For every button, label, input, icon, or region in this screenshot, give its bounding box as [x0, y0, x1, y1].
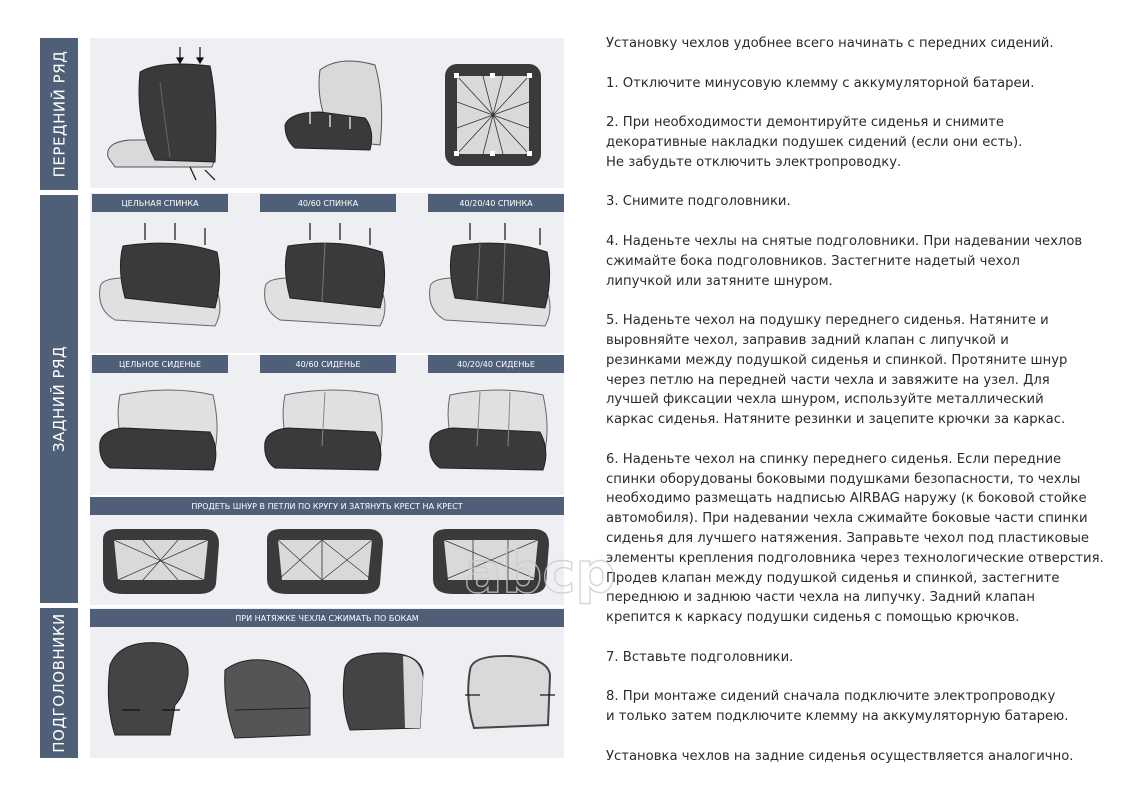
label-402040-seat: 40/20/40 СИДЕНЬЕ — [428, 355, 564, 373]
instruction-step-2: 2. При необходимости демонтируйте сидень… — [606, 115, 1023, 170]
headrest-2-illustration — [224, 659, 311, 739]
instruction-step-5: 5. Наденьте чехол на подушку переднего с… — [606, 313, 1068, 428]
instruction-step-8: 8. При монтаже сидений сначала подключит… — [606, 689, 1069, 725]
rear-4060-seat-illustration — [264, 389, 383, 471]
instruction-step-7: 7. Вставьте подголовники. — [606, 649, 794, 665]
instruction-step-1: 1. Отключите минусовую клемму с аккумуля… — [606, 75, 1035, 91]
instruction-step-6: 6. Наденьте чехол на спинку переднего си… — [606, 451, 1104, 626]
label-4060-seat: 40/60 СИДЕНЬЕ — [260, 355, 396, 373]
headrest-1-illustration — [107, 642, 189, 736]
label-solid-seat: ЦЕЛЬНОЕ СИДЕНЬЕ — [92, 355, 228, 373]
abcp-watermark-text: abcp — [464, 541, 615, 606]
label-4060-back: 40/60 СПИНКА — [260, 194, 396, 212]
instruction-step-3: 3. Снимите подголовники. — [606, 194, 791, 210]
label-402040-back: 40/20/40 СПИНКА — [428, 194, 564, 212]
instruction-step-4: 4. Наденьте чехлы на снятые подголовники… — [606, 233, 1083, 289]
side-tab-front-row-label: ПЕРЕДНИЙ РЯД — [50, 50, 68, 178]
label-solid-back: ЦЕЛЬНАЯ СПИНКА — [92, 194, 228, 212]
label-cord-instruction: ПРОДЕТЬ ШНУР В ПЕТЛИ ПО КРУГУ И ЗАТЯНУТЬ… — [90, 497, 564, 515]
front-seat-cushion-illustration — [284, 60, 383, 151]
installation-instructions: Установку чехлов удобнее всего начинать … — [606, 34, 1116, 786]
abcp-watermark: abcp — [464, 540, 617, 606]
headrest-3-illustration — [342, 652, 424, 731]
cord-frame-4060-illustration — [267, 529, 383, 594]
rear-solid-seat-illustration — [99, 389, 218, 471]
rear-4060-back-illustration — [264, 223, 386, 327]
front-seat-back-illustration — [107, 47, 217, 181]
cord-frame-solid-illustration — [103, 529, 219, 594]
side-tab-headrests: ПОДГОЛОВНИКИ — [40, 608, 78, 758]
rear-solid-back-illustration — [99, 223, 221, 327]
label-headrest-instruction: ПРИ НАТЯЖКЕ ЧЕХЛА СЖИМАТЬ ПО БОКАМ — [90, 609, 564, 627]
cord-frame-402040-illustration — [433, 529, 549, 594]
rear-402040-back-illustration — [429, 223, 551, 327]
instruction-intro: Установку чехлов удобнее всего начинать … — [606, 36, 1054, 51]
side-tab-rear-row: ЗАДНИЙ РЯД — [40, 195, 78, 603]
side-tab-front-row: ПЕРЕДНИЙ РЯД — [40, 38, 78, 190]
front-seat-frame-illustration — [445, 64, 541, 166]
side-tab-rear-row-label: ЗАДНИЙ РЯД — [50, 345, 68, 453]
instruction-outro: Установка чехлов на задние сиденья осуще… — [606, 748, 1074, 764]
rear-402040-seat-illustration — [429, 389, 548, 471]
side-tab-headrests-label: ПОДГОЛОВНИКИ — [50, 613, 69, 753]
headrest-4-illustration — [465, 654, 555, 730]
